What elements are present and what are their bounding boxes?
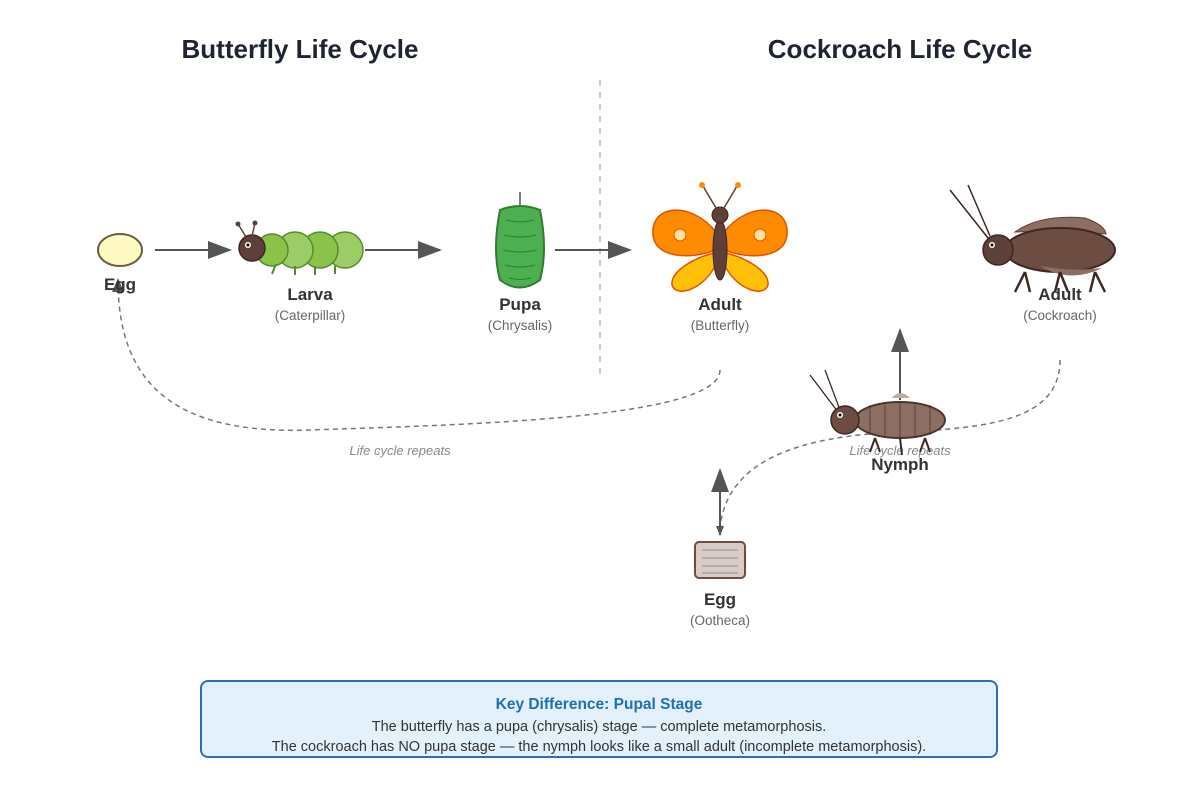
larva-label: Larva: [287, 285, 333, 304]
key-difference-title: Key Difference: Pupal Stage: [495, 696, 703, 713]
ootheca-sublabel: (Ootheca): [690, 613, 750, 628]
butterfly-repeat-label: Life cycle repeats: [349, 443, 451, 458]
butterfly-repeat-path: [117, 279, 721, 432]
ootheca-label: Egg: [704, 590, 736, 609]
pupa-sublabel: (Chrysalis): [488, 318, 553, 333]
ootheca-icon: [694, 541, 746, 579]
key-difference-line-2: The cockroach has NO pupa stage — the ny…: [271, 739, 927, 755]
nymph-icon: [809, 369, 946, 456]
key-difference-line-1: The butterfly has a pupa (chrysalis) sta…: [371, 719, 827, 735]
larva-sublabel: (Caterpillar): [275, 308, 346, 323]
butterfly-section-title: Butterfly Life Cycle: [181, 34, 419, 64]
nymph-label: Nymph: [871, 455, 929, 474]
key-difference-box: Key Difference: Pupal Stage The butterfl…: [200, 680, 998, 758]
cockroach-repeat-path: [719, 359, 1061, 531]
butterfly-adult-sublabel: (Butterfly): [691, 318, 750, 333]
butterfly-egg-icon: [97, 233, 143, 267]
butterfly-egg-label: Egg: [104, 275, 136, 294]
cockroach-adult-sublabel: (Cockroach): [1023, 308, 1097, 323]
butterfly-adult-label: Adult: [698, 295, 742, 314]
pupa-label: Pupa: [499, 295, 541, 314]
caterpillar-icon: [235, 220, 364, 275]
cockroach-section-title: Cockroach Life Cycle: [767, 34, 1033, 64]
cockroach-adult-label: Adult: [1038, 285, 1082, 304]
cockroach-repeat-label: Life cycle repeats: [849, 443, 951, 458]
butterfly-repeat-arrowhead: [112, 278, 124, 292]
butterfly-icon: [652, 182, 788, 292]
chrysalis-icon: [495, 192, 545, 289]
cockroach-adult-icon: [949, 184, 1116, 293]
